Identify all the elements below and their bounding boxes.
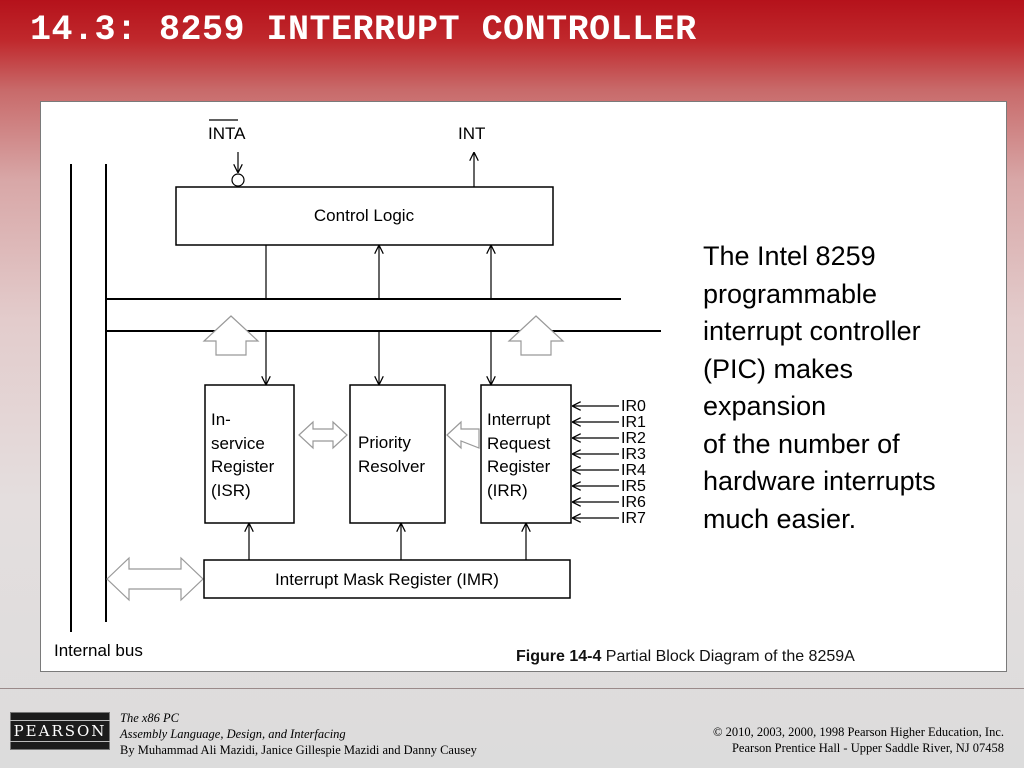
ir-label: IR7: [621, 510, 646, 527]
figure-caption-text: Partial Block Diagram of the 8259A: [601, 648, 855, 665]
irr-block: [480, 384, 572, 524]
priority-resolver-label-line: Resolver: [358, 457, 425, 476]
priority-resolver-label: Priority Resolver: [358, 433, 425, 476]
isr-bus-arrow: [202, 315, 260, 356]
copyright-line: © 2010, 2003, 2000, 1998 Pearson Higher …: [712, 725, 1004, 739]
isr-priority-arrow: [298, 420, 348, 450]
ir-label: IR4: [621, 462, 646, 479]
int-signal-label: INT: [458, 124, 485, 143]
inta-inversion-bubble: [231, 173, 245, 187]
irr-label-line: Register: [487, 457, 551, 476]
figure-caption: Figure 14-4 Partial Block Diagram of the…: [516, 648, 855, 666]
footer-divider: [0, 688, 1024, 689]
ir-labels: IR0 IR1 IR2 IR3 IR4 IR5 IR6 IR7: [621, 398, 646, 527]
imr-connections: [249, 524, 526, 560]
internal-bus-label: Internal bus: [54, 641, 143, 660]
isr-label-line: Register: [211, 457, 275, 476]
priority-resolver-label-line: Priority: [358, 433, 411, 452]
slide-title: 14.3: 8259 INTERRUPT CONTROLLER: [30, 10, 697, 50]
internal-bus-lines: [70, 164, 661, 632]
imr-block: [203, 559, 571, 599]
copyright-info: © 2010, 2003, 2000, 1998 Pearson Higher …: [713, 724, 1004, 756]
irr-label-line: Request: [487, 434, 551, 453]
isr-block: [204, 384, 295, 524]
block-diagram: Control Logic INTA INT In- service Regis…: [54, 119, 661, 660]
irr-label-line: (IRR): [487, 481, 528, 500]
irr-label: Interrupt Request Register (IRR): [487, 410, 555, 500]
ir-label: IR2: [621, 430, 646, 447]
control-connections: [266, 245, 491, 384]
ir-label: IR0: [621, 398, 646, 415]
ir-label: IR3: [621, 446, 646, 463]
irr-priority-arrow: [446, 420, 480, 450]
book-authors: By Muhammad Ali Mazidi, Janice Gillespie…: [120, 743, 477, 757]
irr-label-line: Interrupt: [487, 410, 551, 429]
irr-bus-arrow: [507, 315, 565, 356]
publisher-line: Pearson Prentice Hall - Upper Saddle Riv…: [731, 741, 1004, 755]
ir-input-arrows: [573, 406, 619, 518]
ir-label: IR6: [621, 494, 646, 511]
book-subtitle: Assembly Language, Design, and Interfaci…: [120, 727, 346, 741]
imr-bus-arrow: [106, 556, 204, 602]
pearson-logo: PEARSON: [9, 712, 111, 750]
isr-label-line: (ISR): [211, 481, 251, 500]
imr-label: Interrupt Mask Register (IMR): [275, 570, 499, 589]
figure-panel: Control Logic INTA INT In- service Regis…: [40, 101, 1007, 672]
isr-label: In- service Register (ISR): [211, 410, 279, 500]
inta-signal-label: INTA: [208, 124, 246, 143]
description-text: The Intel 8259 programmable interrupt co…: [703, 241, 936, 534]
pearson-logo-text: PEARSON: [9, 720, 111, 742]
priority-resolver-block: [349, 384, 446, 524]
book-title: The x86 PC: [120, 711, 180, 725]
control-logic-block: [175, 186, 554, 246]
control-logic-label: Control Logic: [314, 206, 415, 225]
isr-label-line: In-: [211, 410, 231, 429]
isr-label-line: service: [211, 434, 265, 453]
figure-label: Figure 14-4: [516, 648, 602, 665]
ir-label: IR1: [621, 414, 646, 431]
book-info: The x86 PC Assembly Language, Design, an…: [120, 710, 477, 758]
ir-label: IR5: [621, 478, 646, 495]
